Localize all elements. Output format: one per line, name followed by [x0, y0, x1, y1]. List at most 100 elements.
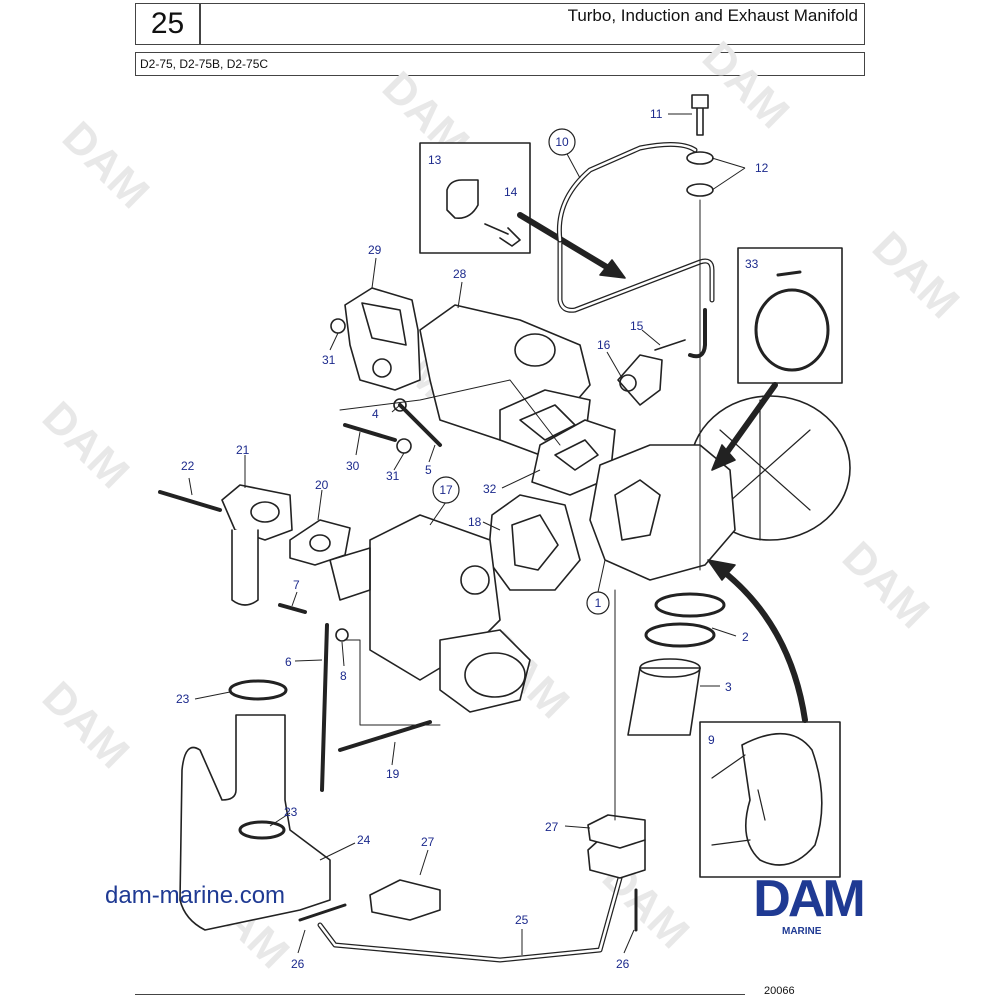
callout-23-upper: 23 [176, 692, 190, 706]
pipe-bracket [617, 354, 663, 406]
callout-26-left: 26 [291, 957, 305, 971]
vband-clamp [754, 288, 830, 372]
drain-pipe [317, 857, 628, 963]
callout-4: 4 [372, 407, 379, 421]
callout-33: 33 [745, 257, 759, 271]
callout-1: 1 [595, 596, 602, 610]
coolant-gasket-hole [309, 534, 331, 552]
elbow-pipe [231, 529, 259, 606]
manifold-gasket-hole [511, 514, 559, 571]
sealing-washer-upper [686, 151, 714, 165]
brand-subtitle: MARINE [782, 926, 822, 937]
heat-shield [741, 732, 823, 866]
nut-31-lower [396, 438, 412, 454]
gasket-hole [372, 358, 392, 378]
callout-32: 32 [483, 482, 497, 496]
nut-31-upper [330, 318, 346, 334]
alignment-line [344, 639, 441, 726]
bracket-nut [619, 374, 637, 392]
callout-7: 7 [293, 578, 300, 592]
elbow-port [514, 333, 556, 367]
oil-pipe-lower [688, 308, 707, 359]
gasket-plate [344, 287, 421, 391]
callout-18: 18 [468, 515, 482, 529]
bottom-rule [135, 994, 745, 995]
callout-13: 13 [428, 153, 442, 167]
figure-number: 20066 [764, 985, 795, 997]
stud-30 [343, 423, 397, 442]
callout-10: 10 [555, 135, 569, 149]
hose-clamp-23-upper [228, 679, 288, 701]
section-number: 25 [150, 7, 185, 40]
drain-pipe-inner [318, 858, 627, 962]
page-title: Turbo, Induction and Exhaust Manifold [567, 6, 858, 25]
pointer-arrow-9 [712, 562, 808, 723]
bracket-bolt [654, 339, 686, 351]
pointer-arrow-33 [717, 382, 778, 465]
manifold-side [329, 547, 371, 601]
callout-8: 8 [340, 669, 347, 683]
hose-clamp-23-lower [238, 820, 286, 840]
banjo-bolt [691, 94, 709, 136]
callout-28: 28 [453, 267, 467, 281]
svg-text:DAM: DAM [833, 532, 939, 638]
callout-31-upper: 31 [322, 353, 336, 367]
callout-labels: 1 2 3 4 5 6 7 8 9 10 11 12 13 14 15 16 1… [176, 107, 769, 971]
bolt-19 [338, 720, 432, 752]
callout-5: 5 [425, 463, 432, 477]
flange-gasket-27 [587, 814, 646, 849]
inset-clamp-detail [419, 142, 531, 254]
gasket-opening [361, 302, 407, 346]
elbow-outlet [250, 501, 280, 523]
clamp-bolt [484, 223, 521, 247]
callout-6: 6 [285, 655, 292, 669]
pointer-arrow-13 [517, 212, 623, 278]
turbo-gasket-hole [554, 439, 599, 471]
callout-3: 3 [725, 680, 732, 694]
callout-14: 14 [504, 185, 518, 199]
callout-29: 29 [368, 243, 382, 257]
callout-27-left: 27 [421, 835, 435, 849]
callout-25: 25 [515, 913, 529, 927]
sleeve-rim [639, 658, 701, 678]
callout-9: 9 [708, 733, 715, 747]
coolant-gasket [289, 519, 351, 566]
bolt-26-left [298, 903, 347, 922]
heat-shield-springs [711, 754, 766, 846]
svg-text:DAM: DAM [33, 392, 139, 498]
site-url[interactable]: dam-marine.com [105, 882, 286, 909]
pointer-arrow-head-9 [707, 559, 736, 581]
svg-text:DAM: DAM [693, 32, 799, 138]
callout-19: 19 [386, 767, 400, 781]
svg-text:DAM: DAM [753, 872, 862, 924]
callout-27-right: 27 [545, 820, 559, 834]
callout-31-lower: 31 [386, 469, 400, 483]
manifold-gasket [487, 494, 581, 591]
section-number-box: 25 [135, 3, 200, 45]
vband-latch [776, 270, 802, 277]
callout-17: 17 [439, 483, 453, 497]
manifold-port [460, 565, 490, 595]
bolt-guide-line [339, 379, 561, 446]
callout-30: 30 [346, 459, 360, 473]
manifold-outlet-port [464, 652, 526, 698]
bolt-22 [158, 490, 222, 512]
pointer-arrow-head-13 [599, 259, 626, 279]
callout-15: 15 [630, 319, 644, 333]
pointer-arrow-head-33 [711, 444, 736, 471]
circled-callouts [432, 128, 610, 615]
callout-21: 21 [236, 443, 250, 457]
callout-11: 11 [650, 107, 663, 121]
callout-2: 2 [742, 630, 749, 644]
oil-pipe-upper-outline [556, 142, 698, 243]
support-bar [320, 623, 329, 792]
callout-20: 20 [315, 478, 329, 492]
clamp-part [446, 179, 479, 220]
brand-logo: DAM [753, 872, 865, 924]
model-box: D2-75, D2-75B, D2-75C [135, 52, 865, 76]
turbine-inlet [614, 479, 661, 541]
svg-text:DAM: DAM [863, 222, 969, 328]
turbine-housing [589, 444, 736, 581]
callout-24: 24 [357, 833, 371, 847]
